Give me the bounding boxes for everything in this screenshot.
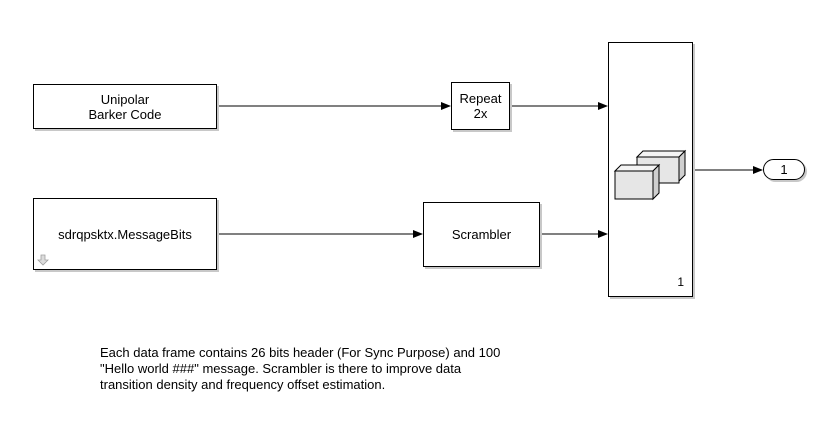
- annotation-line-1: Each data frame contains 26 bits header …: [100, 345, 501, 360]
- down-arrow-icon: [37, 254, 49, 266]
- annotation-line-2: "Hello world ###" message. Scrambler is …: [100, 361, 462, 376]
- message-bits-block[interactable]: sdrqpsktx.MessageBits: [33, 198, 217, 270]
- unipolar-barker-code-block[interactable]: Unipolar Barker Code: [33, 84, 217, 129]
- repeat-block-label-line2: 2x: [473, 106, 488, 121]
- concatenate-dimension-label: 1: [677, 275, 684, 289]
- message-bits-label: sdrqpsktx.MessageBits: [58, 226, 192, 242]
- barker-block-label-line2: Barker Code: [88, 106, 162, 122]
- repeat-block[interactable]: Repeat 2x: [451, 82, 510, 130]
- repeat-block-label-line1: Repeat: [459, 91, 502, 106]
- scrambler-block[interactable]: Scrambler: [423, 202, 540, 267]
- annotation-line-3: transition density and frequency offset …: [100, 377, 386, 392]
- barker-block-label-line1: Unipolar: [100, 91, 150, 107]
- matrix-concatenate-block[interactable]: 1: [608, 42, 693, 297]
- annotation-text: Each data frame contains 26 bits header …: [100, 345, 570, 393]
- outport-block[interactable]: 1: [763, 159, 805, 180]
- cubes-icon: [613, 149, 687, 201]
- scrambler-block-label: Scrambler: [451, 227, 512, 242]
- outport-label: 1: [780, 162, 788, 177]
